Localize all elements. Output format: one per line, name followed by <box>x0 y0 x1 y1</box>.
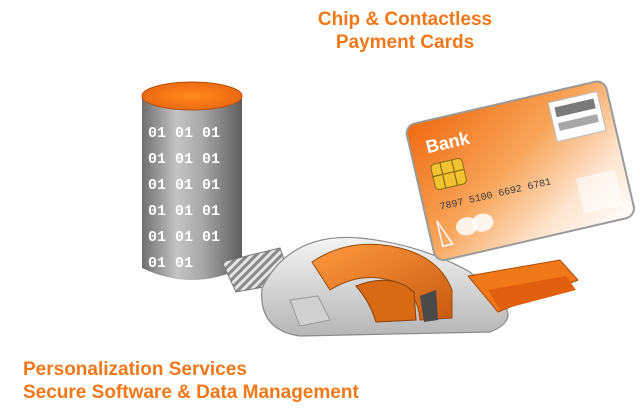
binary-row: 01 01 01 <box>148 151 220 168</box>
binary-row: 01 01 01 <box>148 229 220 246</box>
binary-row: 01 01 01 <box>148 203 220 220</box>
bottom-caption-line-2: Secure Software & Data Management <box>23 382 359 403</box>
binary-row: 01 01 01 <box>148 177 220 194</box>
payment-card-icon: Bank 7897 5100 6692 6781 <box>405 80 635 262</box>
top-caption-line-2: Payment Cards <box>335 32 475 53</box>
bottom-caption-line-1: Personalization Services <box>23 359 247 380</box>
bottom-caption: Personalization Services Secure Software… <box>23 358 359 404</box>
binary-row: 01 01 01 <box>148 125 220 142</box>
card-reader-icon <box>261 236 579 337</box>
top-caption-line-1: Chip & Contactless <box>317 9 493 30</box>
top-caption: Chip & Contactless Payment Cards <box>255 8 555 54</box>
chip-icon <box>430 158 467 190</box>
contactless-icon <box>456 213 494 236</box>
binary-row: 01 01 <box>148 255 193 272</box>
database-cylinder-icon: 01 01 01 01 01 01 01 01 01 01 01 01 01 0… <box>141 81 243 280</box>
